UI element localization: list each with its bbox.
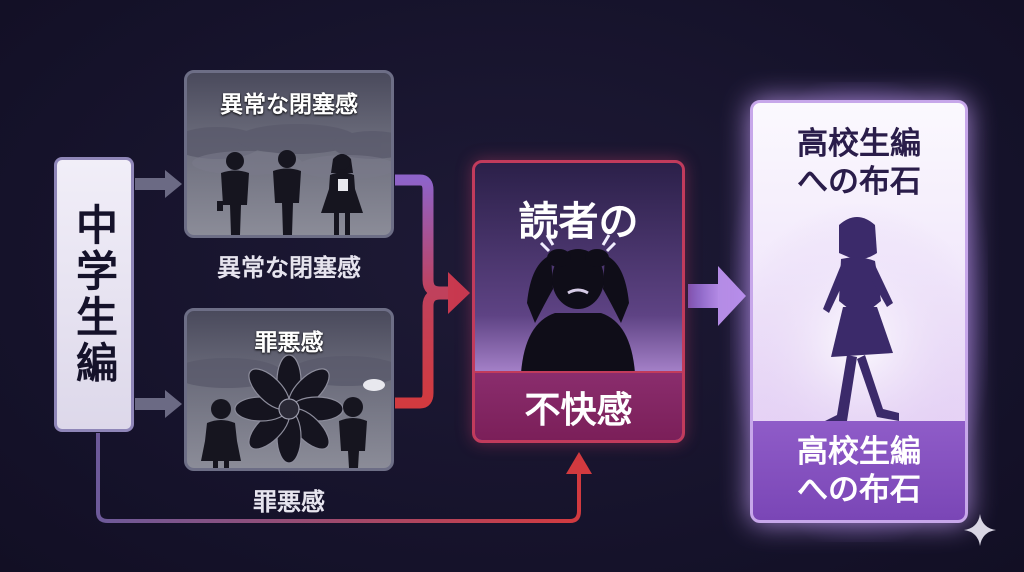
closed-feeling-scene-title: 異常な閉塞感 — [220, 92, 358, 118]
foreshadow-footer-line2: への布石 — [797, 471, 921, 508]
foreshadow-title-line1: 高校生編 — [797, 126, 921, 162]
arrow-left-to-bottom-scene — [135, 390, 182, 418]
high-school-foreshadow-box: 高校生編 への布石 高校生編 への布石 — [750, 100, 968, 523]
reader-title: 読者の — [518, 199, 639, 245]
student-figure — [217, 152, 249, 235]
guilt-illustration — [187, 354, 391, 468]
arrowhead-bottom-into-center — [566, 452, 592, 474]
student-figure — [273, 150, 301, 235]
flower-icon — [234, 354, 344, 464]
thinking-student-figure — [339, 379, 385, 468]
crying-student-figure — [201, 399, 241, 468]
discomfort-label: 不快感 — [475, 371, 682, 440]
guilt-caption: 罪悪感 — [253, 488, 325, 516]
walking-girl-icon — [823, 217, 899, 427]
connector-top-scene-to-center — [395, 174, 452, 298]
junior-high-arc-label: 中学生編 — [69, 202, 119, 387]
distressed-person-illustration — [521, 234, 635, 373]
distressed-person-icon — [521, 249, 635, 373]
walking-girl-illustration — [753, 203, 965, 433]
junior-high-arc-box: 中学生編 — [54, 157, 134, 432]
foreshadow-footer: 高校生編 への布石 — [753, 421, 965, 520]
foreshadow-footer-line1: 高校生編 — [797, 433, 921, 470]
student-figure — [321, 154, 363, 235]
arrowhead-into-center — [448, 272, 470, 314]
school-figures-illustration — [187, 124, 391, 235]
foreshadow-title: 高校生編 への布石 — [753, 125, 965, 201]
connector-left-to-center-bottom — [96, 433, 581, 523]
connector-bottom-scene-to-center — [395, 288, 452, 409]
closed-feeling-caption: 異常な閉塞感 — [217, 254, 361, 282]
closed-feeling-scene-card: 異常な閉塞感 — [184, 70, 394, 238]
arrow-left-to-top-scene — [135, 170, 182, 198]
sparkle-icon — [964, 514, 996, 546]
guilt-scene-card: 罪悪感 — [184, 308, 394, 471]
reader-discomfort-box: 読者の 不快感 — [472, 160, 685, 443]
stress-lines-icon — [539, 234, 617, 253]
guilt-scene-title: 罪悪感 — [254, 330, 324, 356]
foreshadow-title-line2: への布石 — [797, 164, 921, 200]
